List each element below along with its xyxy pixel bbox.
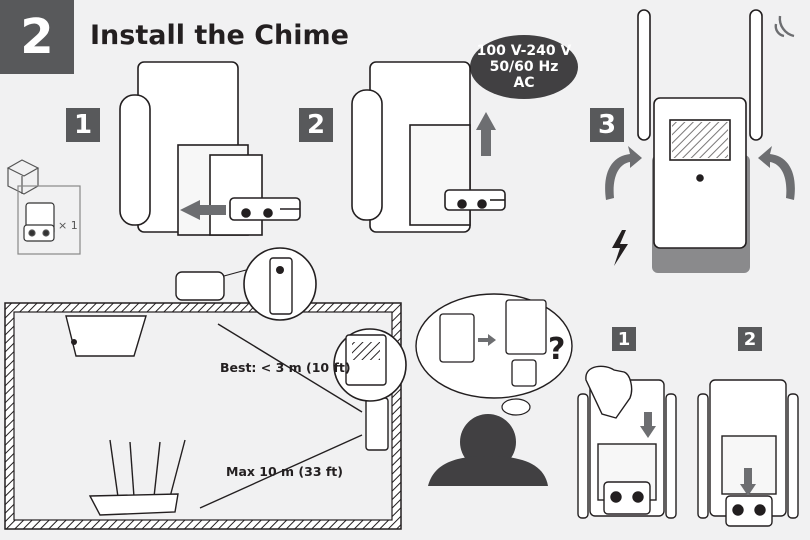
max-distance-line — [199, 434, 363, 509]
step-1-badge: 1 — [66, 108, 100, 142]
step-1-chime-illustration — [119, 61, 301, 236]
press-down-arrow — [640, 412, 656, 438]
package-box-icon — [6, 159, 81, 255]
current-type-text: AC — [513, 75, 535, 91]
best-distance-label: Best: < 3 m (10 ft) — [220, 360, 351, 375]
doorbell-unit — [65, 315, 147, 357]
best-distance-line — [217, 323, 363, 413]
doorbell-button-dot — [71, 339, 77, 345]
step-2-chime-illustration — [351, 61, 506, 233]
frequency-text: 50/60 Hz — [489, 59, 559, 75]
power-spec-badge: 100 V-240 V 50/60 Hz AC — [470, 35, 578, 99]
rotate-right-arrow — [758, 146, 795, 200]
page-title: Install the Chime — [90, 20, 349, 51]
person-body — [428, 456, 548, 486]
substep-2-illustration — [697, 379, 799, 527]
house-floor — [13, 311, 393, 521]
signal-icon — [774, 15, 795, 38]
substep-1-badge: 1 — [612, 327, 636, 351]
pull-down-arrow — [740, 468, 756, 496]
substep-2-badge: 2 — [738, 327, 762, 351]
section-step-number: 2 — [0, 0, 74, 74]
package-quantity: × 1 — [58, 219, 78, 232]
router-illustration — [88, 439, 186, 516]
hand-icon — [585, 365, 633, 419]
question-mark: ? — [548, 332, 566, 367]
rotate-left-arrow — [605, 146, 642, 200]
chime-on-wall — [365, 397, 389, 451]
max-distance-label: Max 10 m (33 ft) — [226, 464, 343, 479]
person-head — [460, 414, 516, 470]
mesh-grille — [672, 122, 728, 158]
power-bolt-icon — [612, 230, 628, 266]
push-up-arrow — [476, 112, 496, 156]
step-2-badge: 2 — [299, 108, 333, 142]
step-3-badge: 3 — [590, 108, 624, 142]
slide-left-arrow — [180, 200, 226, 220]
doorbell-camera — [175, 271, 225, 301]
voltage-text: 100 V-240 V — [476, 43, 572, 59]
